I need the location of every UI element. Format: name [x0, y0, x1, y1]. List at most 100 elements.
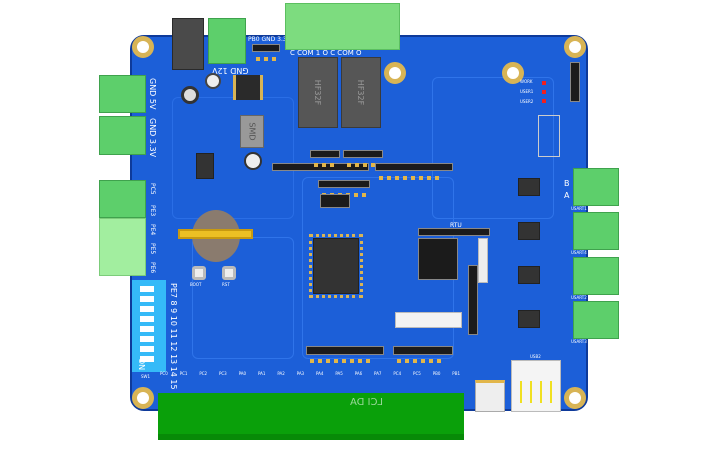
boot-button[interactable]: [192, 266, 206, 280]
power-out-3v3-terminal[interactable]: [99, 116, 146, 155]
usart-label: USART1: [571, 206, 587, 211]
reset-button[interactable]: [222, 266, 236, 280]
led-user2: [542, 99, 546, 103]
mcu-chip: [313, 238, 359, 294]
rs485-ic: [518, 310, 540, 328]
relay-1-label: HF32F: [313, 79, 323, 106]
boot-header[interactable]: [310, 150, 340, 167]
jst-connector[interactable]: [478, 238, 488, 283]
dip-on-label: ON: [137, 357, 147, 371]
jumper-block[interactable]: [418, 238, 458, 280]
terminal-label: GND 3.3V: [148, 118, 157, 158]
dip-switch-label: PE7 8 9 10 11 12 13 14 15: [169, 283, 178, 390]
io-pin-label: PA1: [257, 371, 266, 376]
led-label-user1: USER1: [520, 89, 534, 94]
io-pin-label: PC0: [160, 371, 168, 376]
io-pin-label: PC5: [413, 371, 421, 376]
dip-switch-toggle[interactable]: [140, 346, 154, 352]
io-pin-label: PC3: [218, 371, 227, 376]
dip-switch-toggle[interactable]: [140, 286, 154, 292]
dip-switch-toggle[interactable]: [140, 356, 154, 362]
usart-label: USART3: [571, 339, 587, 344]
io-terminal[interactable]: [99, 218, 146, 276]
rtu-header[interactable]: [418, 228, 490, 236]
usart4-terminal[interactable]: [573, 212, 619, 250]
io-pin-label: PA2: [277, 371, 285, 376]
io-label: PC5: [149, 183, 156, 195]
io-pin-label: PA3: [296, 371, 305, 376]
jst-connector[interactable]: [395, 312, 462, 328]
spi-header[interactable]: [318, 180, 370, 197]
usb-a-port[interactable]: [511, 360, 561, 412]
pin-header-j1[interactable]: [306, 346, 384, 363]
power-select-header[interactable]: [252, 44, 280, 61]
power-terminal[interactable]: [208, 18, 246, 64]
mounting-hole: [132, 387, 154, 409]
relay-1: HF32F: [298, 57, 338, 128]
capacitor: [205, 73, 221, 89]
io-pin-label: PA6: [354, 371, 363, 376]
swd-header[interactable]: [320, 194, 350, 208]
power-terminal-label: GND 12V: [212, 66, 249, 75]
dc-jack[interactable]: [172, 18, 204, 70]
power-header-label: PB0 GND 3.3V: [248, 36, 291, 43]
usart2-terminal[interactable]: [573, 257, 619, 295]
battery-clip: [178, 229, 253, 239]
bus-b-label: B: [564, 179, 570, 188]
mcu-pins: [309, 234, 363, 298]
usart-label: USART2: [571, 295, 587, 300]
usb-c-port[interactable]: [475, 380, 505, 412]
terminal-label: GND 5V: [148, 78, 157, 110]
io-pin-label: PA0: [238, 371, 247, 376]
rtu-label: RTU: [450, 222, 462, 229]
dip-switch-toggle[interactable]: [140, 316, 154, 322]
usart-label: USART4: [571, 250, 587, 255]
io-label: PE6: [149, 262, 156, 274]
io-terminal[interactable]: [99, 180, 146, 218]
rs485-ic: [518, 266, 540, 284]
jumper-header[interactable]: [343, 150, 383, 167]
dip-switch-toggle[interactable]: [140, 296, 154, 302]
relay-2-label: HF32F: [356, 79, 366, 106]
dip-switch-toggle[interactable]: [140, 326, 154, 332]
io-pin-label: PC2: [199, 371, 208, 376]
io-terminal-block[interactable]: [158, 393, 464, 440]
pin-header-j2[interactable]: [272, 163, 369, 171]
dip-switch-ref: SW1: [141, 374, 151, 379]
io-label: PE5: [149, 243, 156, 255]
rs485-ic: [518, 222, 540, 240]
io-pin-label: PB1: [452, 371, 460, 376]
reset-button-label: RST: [222, 282, 230, 287]
boot-button-label: BOOT: [190, 282, 202, 287]
relay-terminal-label: C COM 1 O C COM O: [290, 49, 362, 57]
led-label-user2: USER2: [520, 99, 534, 104]
usb-label: USB2: [530, 354, 541, 359]
usart1-terminal[interactable]: [573, 168, 619, 206]
relay-terminal[interactable]: [285, 3, 400, 50]
io-pin-label: PB0: [432, 371, 441, 376]
capacitor: [181, 86, 199, 104]
power-out-5v-terminal[interactable]: [99, 75, 146, 113]
io-pin-label: PC4: [393, 371, 402, 376]
mounting-hole: [564, 36, 586, 58]
led-header[interactable]: [570, 62, 580, 102]
mounting-hole: [132, 36, 154, 58]
dip-switch-toggle[interactable]: [140, 336, 154, 342]
mounting-hole: [564, 387, 586, 409]
led-work: [542, 81, 546, 85]
pin-header-j3[interactable]: [375, 163, 453, 180]
usart-header[interactable]: [468, 265, 478, 335]
bus-a-label: A: [564, 191, 570, 200]
io-label: PE3: [149, 205, 156, 217]
io-pin-label: PC1: [179, 371, 188, 376]
io-pin-label: PA7: [374, 371, 382, 376]
relay-2: HF32F: [341, 57, 381, 128]
io-pin-label: PA4: [316, 371, 324, 376]
rs485-ic: [518, 178, 540, 196]
pin-header-j4[interactable]: [393, 346, 453, 363]
io-terminal-label: LCI DA: [350, 397, 384, 408]
usart3-terminal[interactable]: [573, 301, 619, 339]
dip-switch-toggle[interactable]: [140, 306, 154, 312]
io-pin-label: PA5: [335, 371, 343, 376]
dip-switch[interactable]: [132, 280, 166, 372]
